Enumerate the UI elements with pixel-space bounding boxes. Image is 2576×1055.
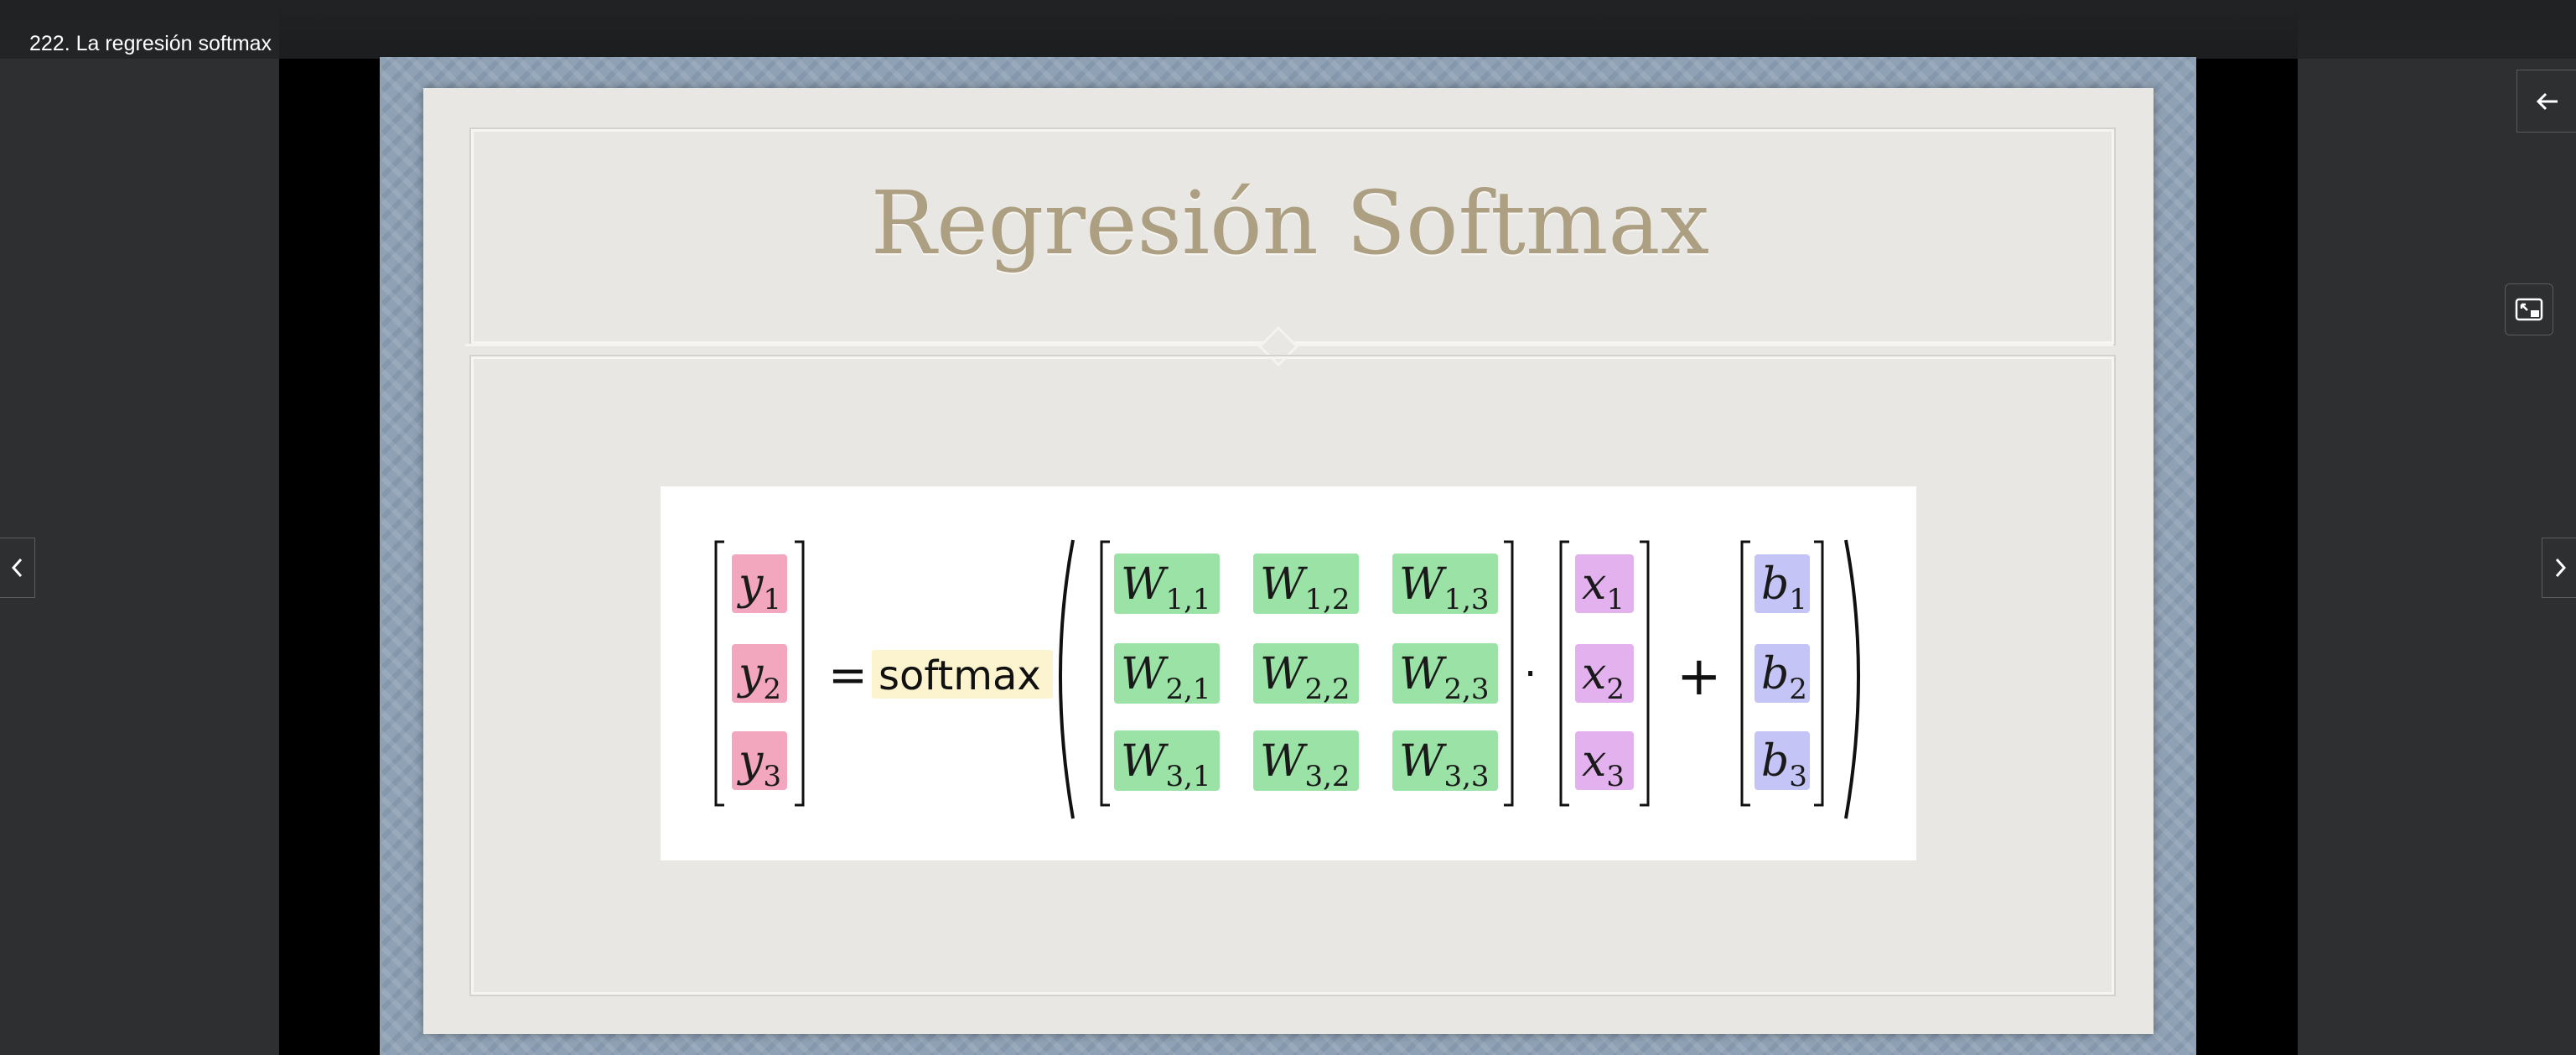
b-2-cell xyxy=(1754,644,1810,703)
plus-sign: + xyxy=(1677,646,1722,708)
chevron-right-icon xyxy=(2555,558,2566,578)
b-3-subscript: 3 xyxy=(1789,760,1807,793)
x-1-cell xyxy=(1575,554,1634,613)
y-1-cell xyxy=(732,554,787,613)
w-2-1-cell xyxy=(1114,643,1220,704)
w-3-1-cell xyxy=(1114,730,1220,791)
w-1-2-cell xyxy=(1253,553,1359,614)
x-vector-left-bracket xyxy=(1559,540,1569,807)
b-1-subscript: 1 xyxy=(1789,583,1807,616)
b-1-cell xyxy=(1754,554,1810,613)
w-1-3-subscript: 1,3 xyxy=(1443,583,1489,616)
back-button[interactable] xyxy=(2516,70,2576,133)
w-3-3-cell xyxy=(1392,730,1498,791)
arrow-left-icon xyxy=(2536,92,2558,110)
y-vector-left-bracket xyxy=(714,540,724,807)
b-vector-left-bracket xyxy=(1740,540,1750,807)
picture-in-picture-icon xyxy=(2515,298,2543,321)
next-lecture-button[interactable] xyxy=(2542,538,2576,598)
w-matrix-right-bracket xyxy=(1504,540,1514,807)
w-3-1-subscript: 3,1 xyxy=(1165,760,1210,793)
slide-body-panel xyxy=(471,356,2114,995)
w-2-2-subscript: 2,2 xyxy=(1304,673,1350,706)
w-1-1-subscript: 1,1 xyxy=(1165,583,1210,616)
x-vector-right-bracket xyxy=(1640,540,1650,807)
lecture-title: 222. La regresión softmax xyxy=(29,32,272,55)
y-1-subscript: 1 xyxy=(763,583,781,616)
w-3-1-text: W3,1 xyxy=(1121,736,1211,793)
w-3-2-subscript: 3,2 xyxy=(1304,760,1350,793)
w-3-3-subscript: 3,3 xyxy=(1443,760,1489,793)
equals-sign: = xyxy=(828,648,868,703)
picture-in-picture-button[interactable] xyxy=(2505,283,2553,335)
w-matrix-left-bracket xyxy=(1100,540,1110,807)
w-2-3-subscript: 2,3 xyxy=(1443,673,1489,706)
softmax-highlight xyxy=(872,650,1053,699)
dot-operator: · xyxy=(1524,651,1537,698)
top-bar xyxy=(0,0,2576,59)
y-2-cell xyxy=(732,644,787,703)
chevron-left-icon xyxy=(11,558,22,578)
previous-lecture-button[interactable] xyxy=(0,538,35,598)
w-2-2-cell xyxy=(1253,643,1359,704)
x-2-cell xyxy=(1575,644,1634,703)
right-parenthesis xyxy=(1844,539,1860,819)
slide-title: Regresión Softmax xyxy=(870,172,1710,274)
w-1-1-cell xyxy=(1114,553,1220,614)
w-1-2-text: W1,2 xyxy=(1260,559,1350,616)
x-1-subscript: 1 xyxy=(1606,583,1625,616)
x-3-cell xyxy=(1575,731,1634,790)
w-2-3-cell xyxy=(1392,643,1498,704)
w-2-1-subscript: 2,1 xyxy=(1165,673,1210,706)
y-3-subscript: 3 xyxy=(763,760,781,793)
x-2-subscript: 2 xyxy=(1606,673,1625,706)
w-3-3-text: W3,3 xyxy=(1399,736,1490,793)
y-2-subscript: 2 xyxy=(763,673,781,706)
b-3-cell xyxy=(1754,731,1810,790)
softmax-label: softmax xyxy=(879,652,1041,699)
w-1-3-cell xyxy=(1392,553,1498,614)
x-3-subscript: 3 xyxy=(1606,760,1625,793)
w-2-1-text: W2,1 xyxy=(1121,649,1211,706)
left-parenthesis xyxy=(1059,539,1075,819)
w-1-2-subscript: 1,2 xyxy=(1304,583,1350,616)
w-3-2-cell xyxy=(1253,730,1359,791)
b-2-subscript: 2 xyxy=(1789,673,1807,706)
y-3-cell xyxy=(732,731,787,790)
y-vector-right-bracket xyxy=(795,540,805,807)
b-vector-right-bracket xyxy=(1814,540,1824,807)
